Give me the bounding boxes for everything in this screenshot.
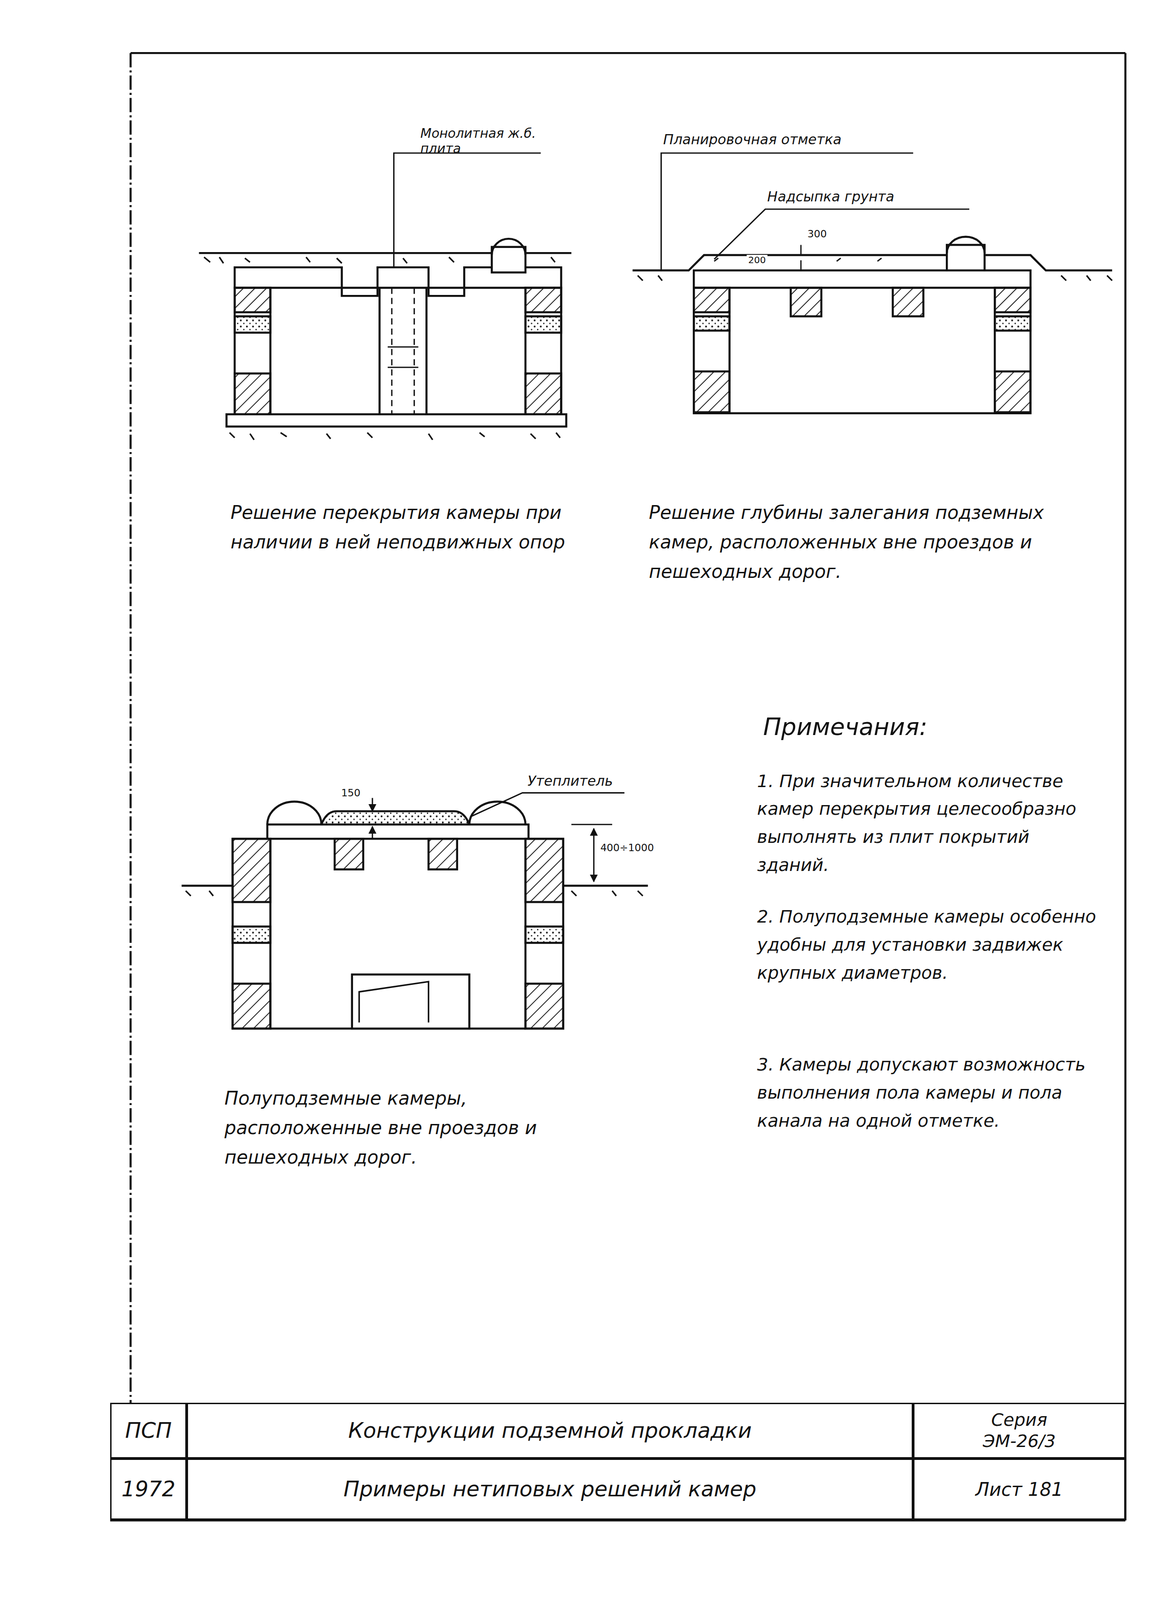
chamber-with-fixed-supports-part: [234, 316, 271, 333]
chamber-with-fixed-supports-part: [393, 153, 541, 268]
note-text: 1. При значительном количестве камер пер…: [756, 767, 1104, 880]
semi-underground-chamber-part: [321, 811, 470, 825]
chamber-with-fixed-supports-part: [387, 347, 419, 368]
semi-underground-chamber-part: [267, 801, 322, 825]
semi-underground-chamber-part: [232, 926, 271, 944]
chamber-depth-solution-part: [946, 244, 985, 271]
chamber-depth-solution-part: [790, 287, 822, 317]
chamber-with-fixed-supports-part: [525, 287, 561, 313]
chamber-depth-solution-part: [994, 287, 1031, 313]
chamber-depth-solution-part: [632, 255, 1112, 271]
cell-text: Лист 181: [975, 1478, 1063, 1501]
semi-underground-chamber-part: [428, 838, 458, 870]
chamber-with-fixed-supports-part: [226, 414, 567, 427]
chamber-depth-solution-part: [729, 412, 996, 415]
note-text: 3. Камеры допускают возможность выполнен…: [756, 1050, 1104, 1135]
chamber-with-fixed-supports-part: [413, 287, 415, 424]
leader-label: Монолитная ж.б. плита: [420, 126, 541, 156]
semi-underground-chamber-part: [525, 984, 564, 1029]
cell-text: ЭМ-26/3: [982, 1431, 1056, 1453]
sheet-frame-part: [1124, 53, 1127, 1521]
semi-underground-chamber-part: [371, 798, 374, 812]
title-cell: Конструкции подземной прокладки: [186, 1403, 914, 1460]
chamber-depth-solution-part: [660, 153, 914, 271]
chamber-depth-solution-part: [994, 316, 1031, 331]
semi-underground-chamber: [181, 793, 649, 1030]
semi-underground-chamber-part: [525, 926, 564, 944]
leader-label: Планировочная отметка: [663, 128, 842, 151]
dimension: 200: [746, 254, 767, 266]
chamber-depth-solution-part: [693, 316, 730, 331]
semi-underground-chamber-part: [232, 984, 271, 1029]
chamber-with-fixed-supports-part: [525, 316, 561, 333]
title-cell: Примеры нетиповых решений камер: [186, 1458, 914, 1521]
figure-caption: Решение перекрытия камеры при наличии в …: [230, 497, 624, 557]
dimension: 400÷1000: [598, 842, 655, 854]
sheet-frame-part: [129, 53, 132, 1404]
chamber-depth-solution-part: [693, 287, 730, 313]
chamber-depth-solution-part: [892, 287, 924, 317]
cell-text: Конструкции подземной прокладки: [347, 1418, 752, 1444]
cell-text: 1972: [121, 1476, 176, 1503]
chamber-depth-solution-part: [693, 287, 730, 413]
chamber-with-fixed-supports: [199, 153, 572, 440]
chamber-depth-solution-part: [994, 287, 1031, 413]
note-text: 2. Полуподземные камеры особенно удобны …: [756, 902, 1104, 987]
chamber-with-fixed-supports-part: [391, 287, 393, 424]
sheet-frame-part: [130, 52, 1126, 54]
chamber-depth-solution-part: [693, 371, 730, 413]
cell-text: ПСП: [124, 1418, 172, 1444]
series-cell: СерияЭМ-26/3: [913, 1403, 1126, 1460]
chamber-depth-solution-part: [800, 244, 802, 271]
chamber-with-fixed-supports-part: [525, 287, 561, 417]
chamber-depth-solution-part: [994, 371, 1031, 413]
chamber-depth-solution-part: [693, 270, 1031, 289]
sheet-cell: Лист 181: [913, 1458, 1126, 1521]
semi-underground-chamber-part: [352, 974, 470, 1029]
chamber-with-fixed-supports-part: [229, 432, 561, 441]
semi-underground-chamber-part: [334, 838, 364, 870]
chamber-with-fixed-supports-part: [234, 373, 271, 415]
semi-underground-chamber-part: [232, 838, 271, 1029]
chamber-with-fixed-supports-part: [378, 287, 381, 424]
semi-underground-chamber-part: [371, 826, 374, 840]
semi-underground-chamber-part: [571, 824, 613, 826]
chamber-depth-solution-part: [714, 209, 970, 260]
semi-underground-chamber-part: [359, 981, 429, 1023]
chamber-depth-solution: [632, 153, 1112, 414]
chamber-with-fixed-supports-part: [234, 287, 271, 313]
leader-label: Надсыпка грунта: [767, 185, 895, 208]
cell-text: Серия: [991, 1409, 1048, 1432]
chamber-with-fixed-supports-part: [491, 238, 526, 255]
semi-underground-chamber-part: [525, 838, 564, 1029]
dimension: 150: [339, 787, 362, 799]
figure-caption: Решение глубины залегания подземных каме…: [648, 497, 1109, 587]
semi-underground-chamber-part: [525, 838, 564, 903]
semi-underground-chamber-part: [471, 793, 625, 817]
semi-underground-chamber-part: [593, 828, 595, 882]
cell-text: Примеры нетиповых решений камер: [343, 1476, 757, 1503]
chamber-depth-solution-part: [946, 236, 985, 254]
notes-heading: Примечания:: [763, 707, 928, 747]
semi-underground-chamber-part: [232, 838, 271, 903]
semi-underground-chamber-part: [267, 824, 529, 839]
leader-label: Утеплитель: [527, 770, 613, 793]
figure-caption: Полуподземные камеры, расположенные вне …: [224, 1083, 618, 1173]
title-cell: ПСП: [110, 1403, 187, 1460]
chamber-with-fixed-supports-part: [234, 287, 271, 417]
chamber-with-fixed-supports-part: [491, 247, 526, 273]
chamber-with-fixed-supports-part: [525, 373, 561, 415]
year-cell: 1972: [110, 1458, 187, 1521]
dimension: 300: [806, 228, 829, 240]
sheet-frame: [110, 53, 1126, 1521]
chamber-with-fixed-supports-part: [425, 287, 428, 424]
